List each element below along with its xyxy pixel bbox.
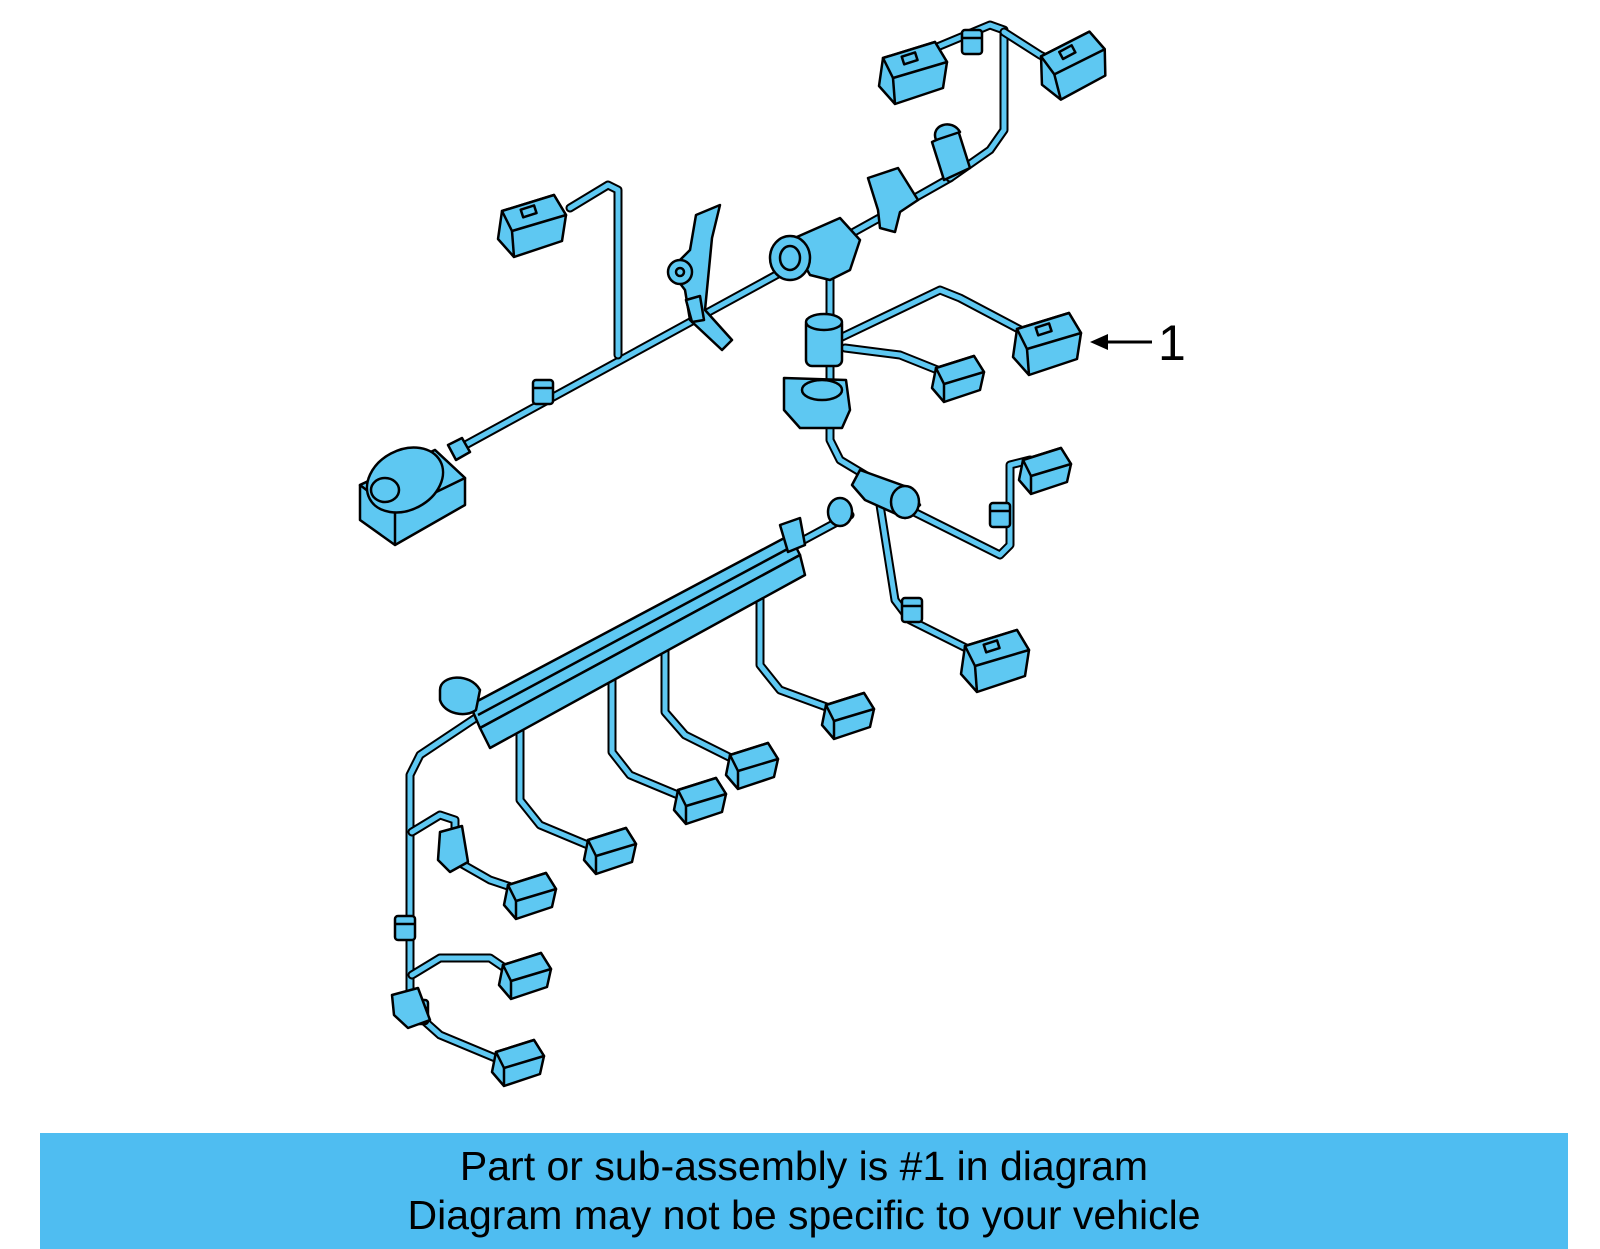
connector-lower-left-2 — [497, 951, 553, 1001]
connector-injector-2 — [672, 776, 728, 826]
connector-right-lower — [959, 628, 1031, 694]
connector-injector-4 — [820, 691, 876, 741]
connector-injector-1 — [582, 826, 638, 876]
connector-injector-3 — [724, 741, 780, 791]
injector-rail-conduit — [438, 516, 807, 750]
connector-upper-left — [496, 193, 568, 259]
vertical-grommet — [782, 312, 852, 430]
connector-right-upper — [1017, 446, 1073, 496]
caption-banner: Part or sub-assembly is #1 in diagram Di… — [40, 1133, 1568, 1249]
caption-line-1: Part or sub-assembly is #1 in diagram — [459, 1143, 1149, 1189]
left-elbow-grommets — [390, 824, 470, 1030]
connector-lower-left-3 — [490, 1038, 546, 1088]
connector-lower-left-1 — [502, 871, 558, 921]
junction-sleeve — [826, 468, 922, 528]
callout-number: 1 — [1158, 315, 1186, 371]
caption-banner-background — [40, 1133, 1568, 1249]
top-clip-assembly — [866, 123, 972, 234]
caption-line-2: Diagram may not be specific to your vehi… — [407, 1192, 1201, 1238]
mounting-bracket — [666, 203, 734, 352]
connector-top-right — [1033, 28, 1114, 104]
callout-arrow — [1090, 334, 1152, 350]
connector-top-left — [877, 40, 949, 106]
connector-part-1 — [1011, 311, 1083, 377]
coil-box-component — [358, 436, 472, 547]
connector-mid-small — [930, 354, 986, 404]
tee-grommet — [768, 216, 862, 282]
